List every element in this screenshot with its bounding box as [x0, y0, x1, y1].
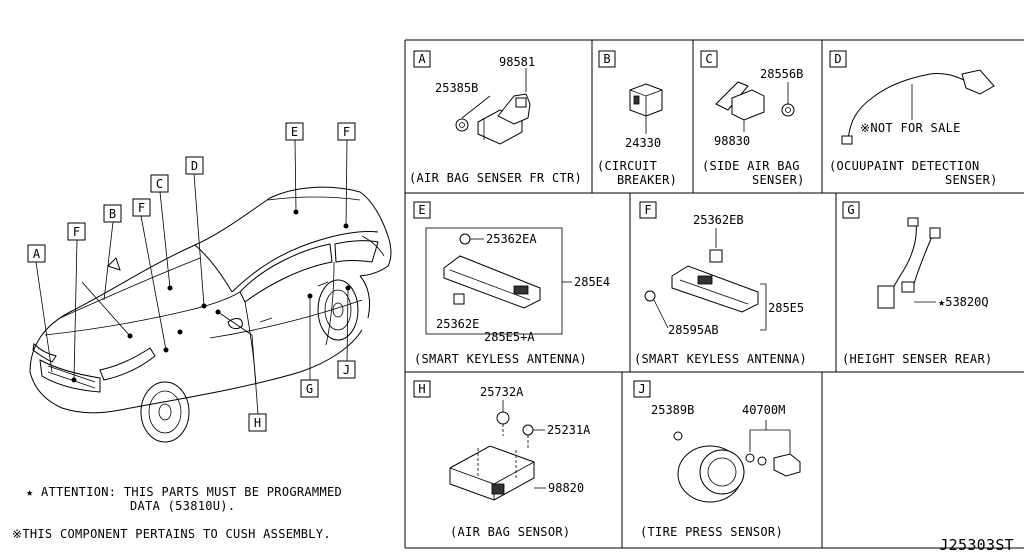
panel-F: F 25362EB 285E5 28595AB (SMART KEYLESS A… [634, 201, 807, 366]
circuit-breaker-icon [629, 83, 663, 117]
callout-box-G: G [300, 379, 319, 398]
panel-letter: C [705, 52, 712, 66]
attention-note-data: DATA (53810U). [130, 499, 235, 513]
not-for-sale-note: ※NOT FOR SALE [860, 121, 961, 135]
diagram-code: J25303ST [939, 536, 1014, 554]
panel-D: D ※NOT FOR SALE (OCUUPAINT DETECTION SEN… [829, 50, 998, 187]
side-airbag-sensor-icon [715, 81, 795, 121]
part-number: 25385B [435, 81, 478, 95]
panel-G: G ★53820Q (HEIGHT SENSER REAR) [842, 201, 993, 366]
panel-letter: H [418, 382, 425, 396]
cush-assembly-note: ※THIS COMPONENT PERTAINS TO CUSH ASSEMBL… [12, 527, 331, 541]
part-number: ★53820Q [938, 295, 989, 309]
panel-letter: F [644, 203, 651, 217]
part-number: 98581 [499, 55, 535, 69]
callout-box-E: E [285, 122, 304, 141]
part-number: 25362EB [693, 213, 744, 227]
callout-box-D: D [185, 156, 204, 175]
panel-grid [404, 39, 1024, 549]
panel-H: H 25732A 25231A 98820 (AIR BAG SENSOR) [413, 380, 591, 539]
part-number: 25732A [480, 385, 524, 399]
panel-J: J 25389B 40700M (TIRE PRESS SENSOR) [633, 380, 801, 539]
callout-letter: C [156, 177, 163, 191]
part-number: 98820 [548, 481, 584, 495]
occupant-detection-sensor-icon [841, 69, 995, 145]
part-number: 25389B [651, 403, 694, 417]
callout-box-C: C [150, 174, 169, 193]
callout-letter: D [191, 159, 198, 173]
panel-caption: (SIDE AIR BAG [702, 159, 800, 173]
tire-pressure-sensor-icon [673, 431, 801, 503]
panel-letter: J [638, 382, 645, 396]
callout-box-A: A [27, 244, 46, 263]
panel-letter: G [847, 203, 854, 217]
height-sensor-rear-icon [877, 217, 941, 309]
airbag-front-sensor-icon [455, 93, 531, 145]
panel-letter: A [418, 52, 426, 66]
panel-B: B 24330 (CIRCUIT BREAKER) [597, 50, 677, 187]
callout-letter: F [138, 201, 145, 215]
panel-caption: (AIR BAG SENSOR) [450, 525, 570, 539]
panel-E: E 25362EA 285E4 25362E 285E5+A (SMART KE… [413, 201, 610, 366]
part-number: 24330 [625, 136, 661, 150]
panel-caption: (HEIGHT SENSER REAR) [842, 352, 993, 366]
panel-caption: SENSER) [752, 173, 805, 187]
callout-letter: G [306, 382, 313, 396]
part-number: 25362EA [486, 232, 537, 246]
smart-keyless-antenna-icon [644, 249, 759, 313]
callout-letter: E [291, 125, 298, 139]
callout-letter: H [254, 416, 261, 430]
panel-caption: (SMART KEYLESS ANTENNA) [634, 352, 807, 366]
callout-leaders [35, 139, 349, 415]
panel-C: C 28556B 98830 (SIDE AIR BAG SENSER) [700, 50, 805, 187]
callout-box-F: F [337, 122, 356, 141]
part-number: 28595AB [668, 323, 719, 337]
callout-box-F: F [132, 198, 151, 217]
callout-box-H: H [248, 413, 267, 432]
panel-letter: E [418, 203, 425, 217]
callout-box-B: B [103, 204, 122, 223]
part-number: 28556B [760, 67, 803, 81]
panel-caption: (CIRCUIT [597, 159, 657, 173]
part-number: 25231A [547, 423, 591, 437]
panel-caption: (TIRE PRESS SENSOR) [640, 525, 783, 539]
airbag-sensor-unit-icon [449, 411, 535, 501]
callout-letter: J [343, 363, 350, 377]
part-number: 285E5 [768, 301, 804, 315]
callout-letter: F [73, 225, 80, 239]
part-number: 98830 [714, 134, 750, 148]
panel-caption: SENSER) [945, 173, 998, 187]
callout-letter: F [343, 125, 350, 139]
part-number: 40700M [742, 403, 785, 417]
panel-caption: BREAKER) [617, 173, 677, 187]
panel-letter: B [603, 52, 610, 66]
panel-letter: D [834, 52, 841, 66]
smart-keyless-antenna-icon [443, 233, 541, 309]
part-number: 285E5+A [484, 330, 535, 344]
attention-note: ★ ATTENTION: THIS PARTS MUST BE PROGRAMM… [26, 485, 342, 499]
callout-letter: B [109, 207, 116, 221]
panel-caption: (SMART KEYLESS ANTENNA) [414, 352, 587, 366]
panel-caption: (AIR BAG SENSER FR CTR) [409, 171, 582, 185]
panel-caption: (OCUUPAINT DETECTION [829, 159, 980, 173]
part-number: 25362E [436, 317, 479, 331]
callout-box-F: F [67, 222, 86, 241]
callout-letter: A [33, 247, 41, 261]
callout-box-J: J [337, 360, 356, 379]
panel-A: A 98581 25385B (AIR BAG SENSER FR CTR) [409, 50, 582, 185]
part-number: 285E4 [574, 275, 610, 289]
